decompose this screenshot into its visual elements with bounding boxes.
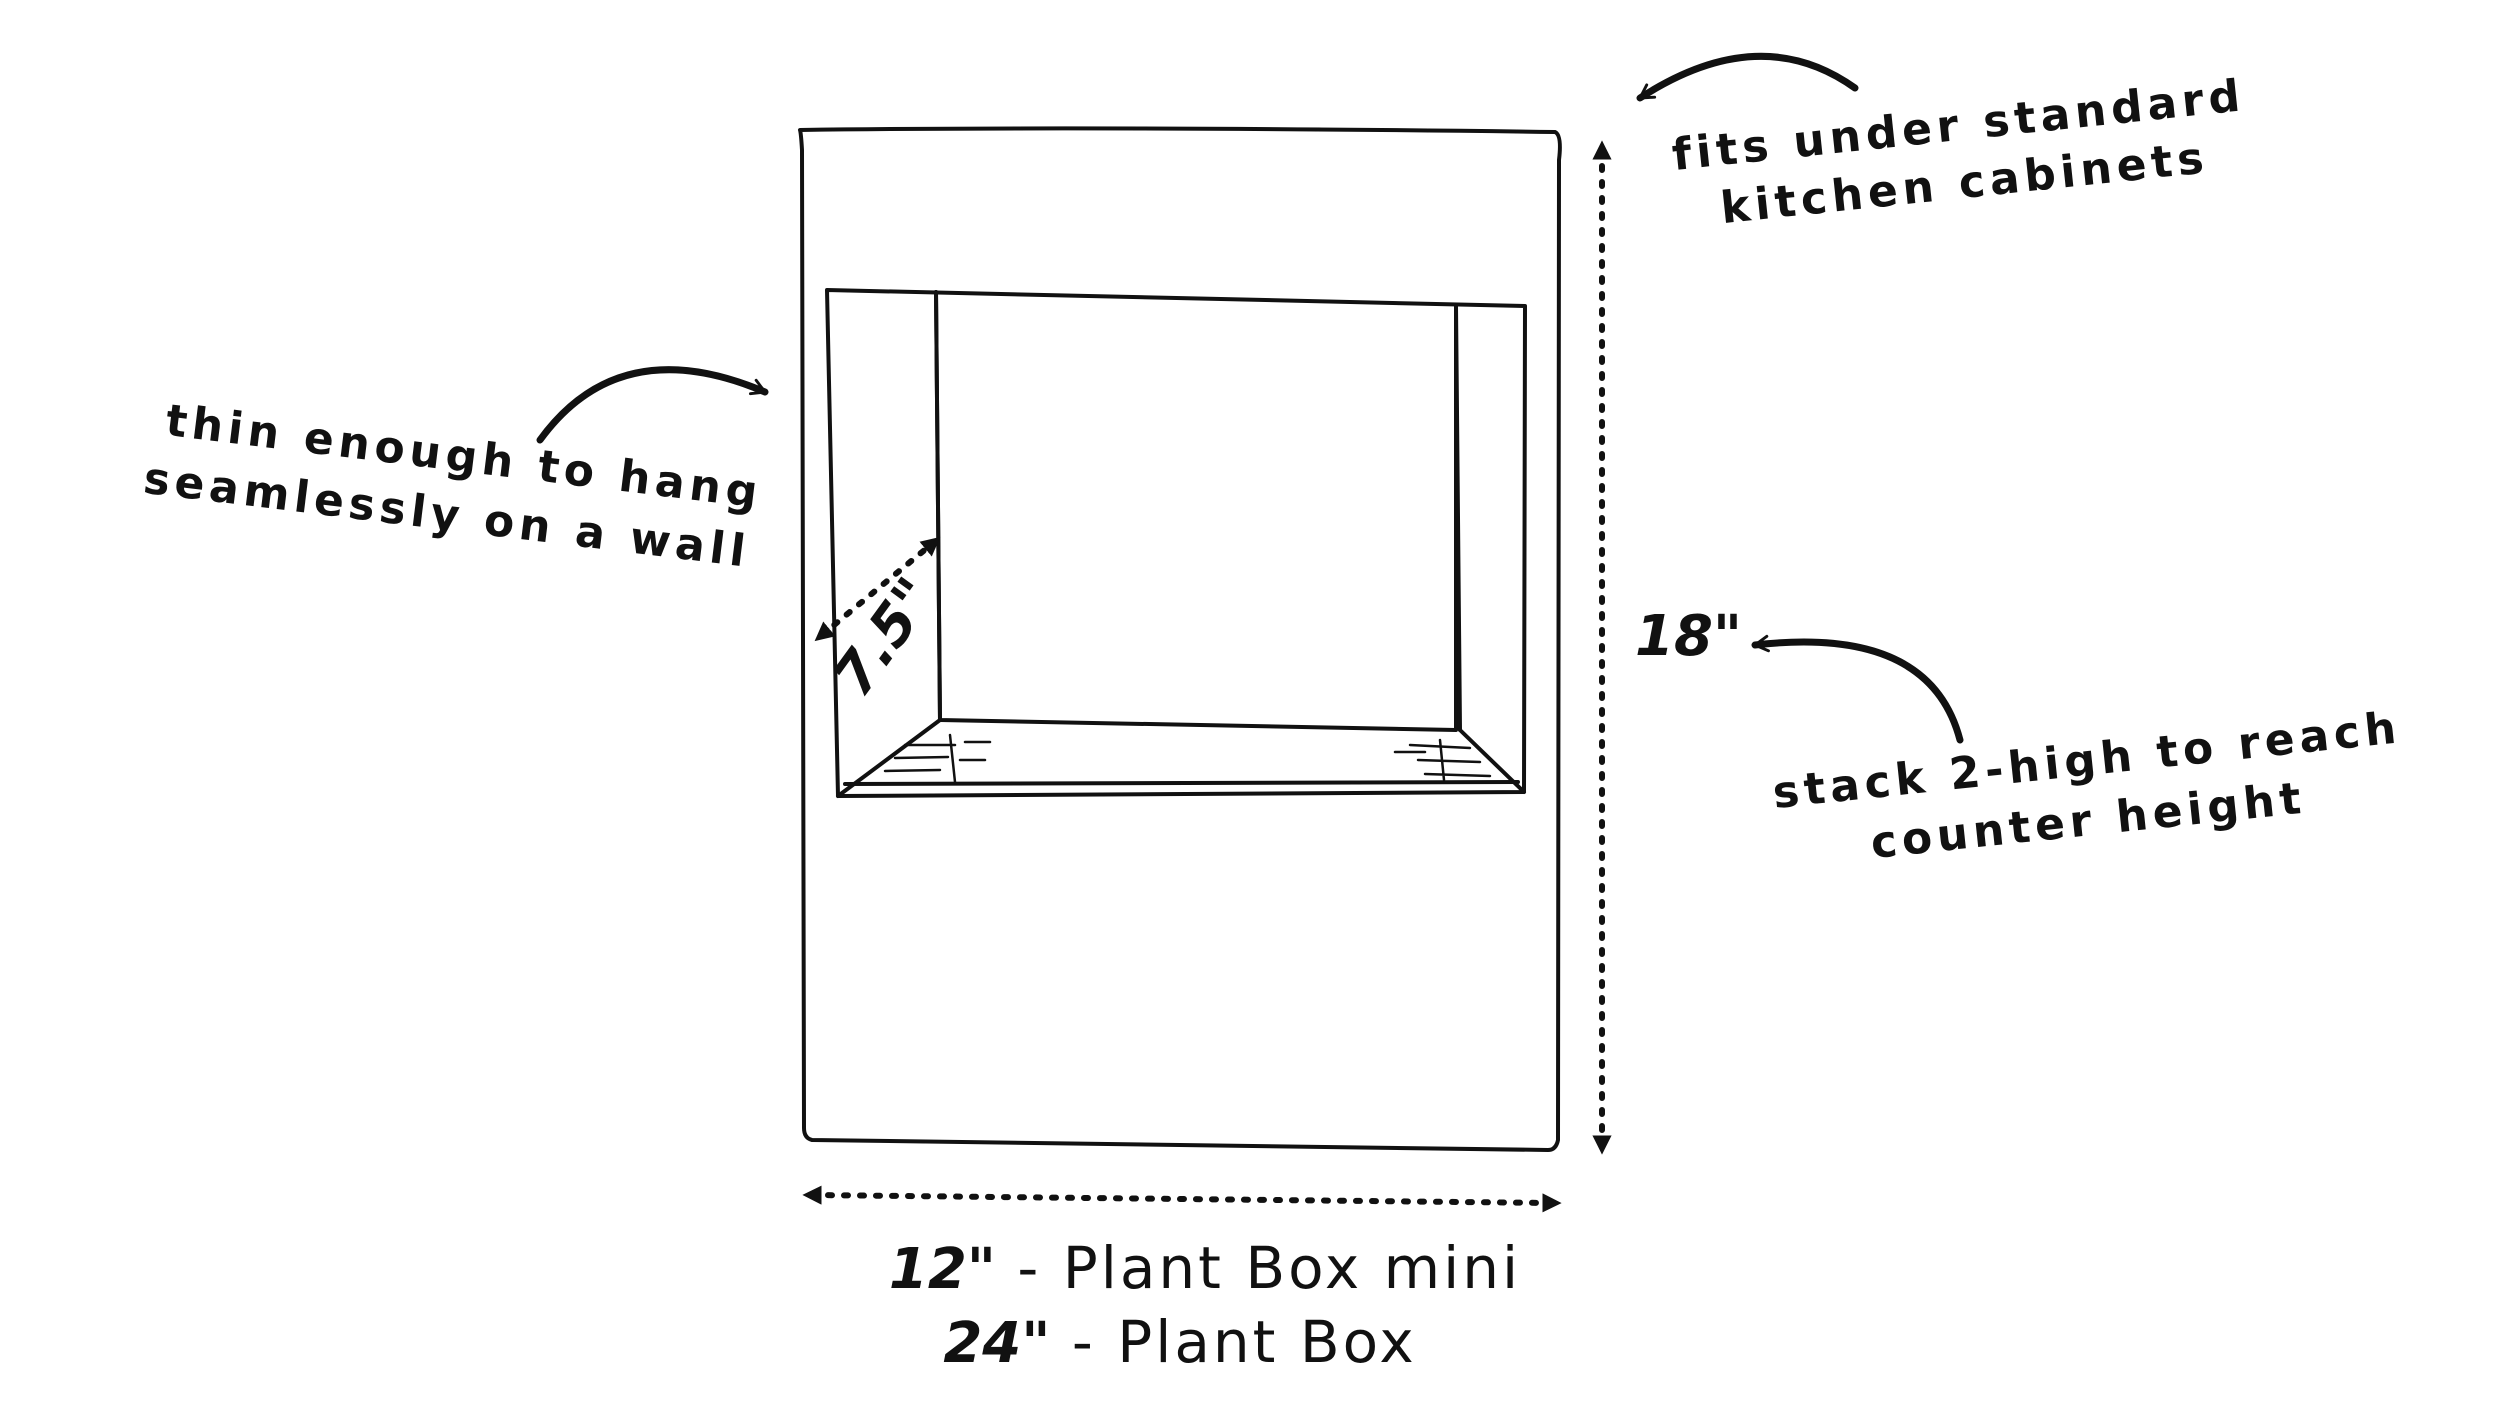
caption-full: 24" - Plant Box bbox=[943, 1308, 1416, 1376]
right-inner-edge bbox=[1454, 304, 1462, 732]
left-inner-edge bbox=[934, 290, 942, 722]
stack-pointer-arrow bbox=[1751, 634, 1964, 744]
stack-annotation: stack 2-high to reach counter height bbox=[1770, 702, 2403, 869]
width-dimension-arrow bbox=[802, 1185, 1562, 1213]
caption-mini-text: - Plant Box mini bbox=[996, 1234, 1521, 1302]
depth-label: 7.5" bbox=[821, 566, 949, 708]
shelf-shading bbox=[883, 733, 1492, 784]
width-full-value: 24" bbox=[943, 1311, 1050, 1376]
wall-pointer-arrow bbox=[536, 366, 769, 444]
wall-annotation: thin enough to hang seamlessly on a wall bbox=[141, 395, 765, 578]
cabinets-annotation: fits under standard kitchen cabinets bbox=[1670, 70, 2248, 234]
caption-mini: 12" - Plant Box mini bbox=[889, 1234, 1521, 1302]
cabinets-pointer-arrow bbox=[1636, 52, 1859, 102]
height-label: 18" bbox=[1635, 604, 1742, 669]
cabinet-outer-frame bbox=[798, 126, 1562, 1152]
back-panel bbox=[934, 290, 1458, 732]
shelf-front-edge bbox=[843, 780, 1520, 786]
width-mini-value: 12" bbox=[889, 1237, 996, 1302]
caption-full-text: - Plant Box bbox=[1050, 1308, 1416, 1376]
cabinet-drawing bbox=[798, 126, 1562, 1152]
